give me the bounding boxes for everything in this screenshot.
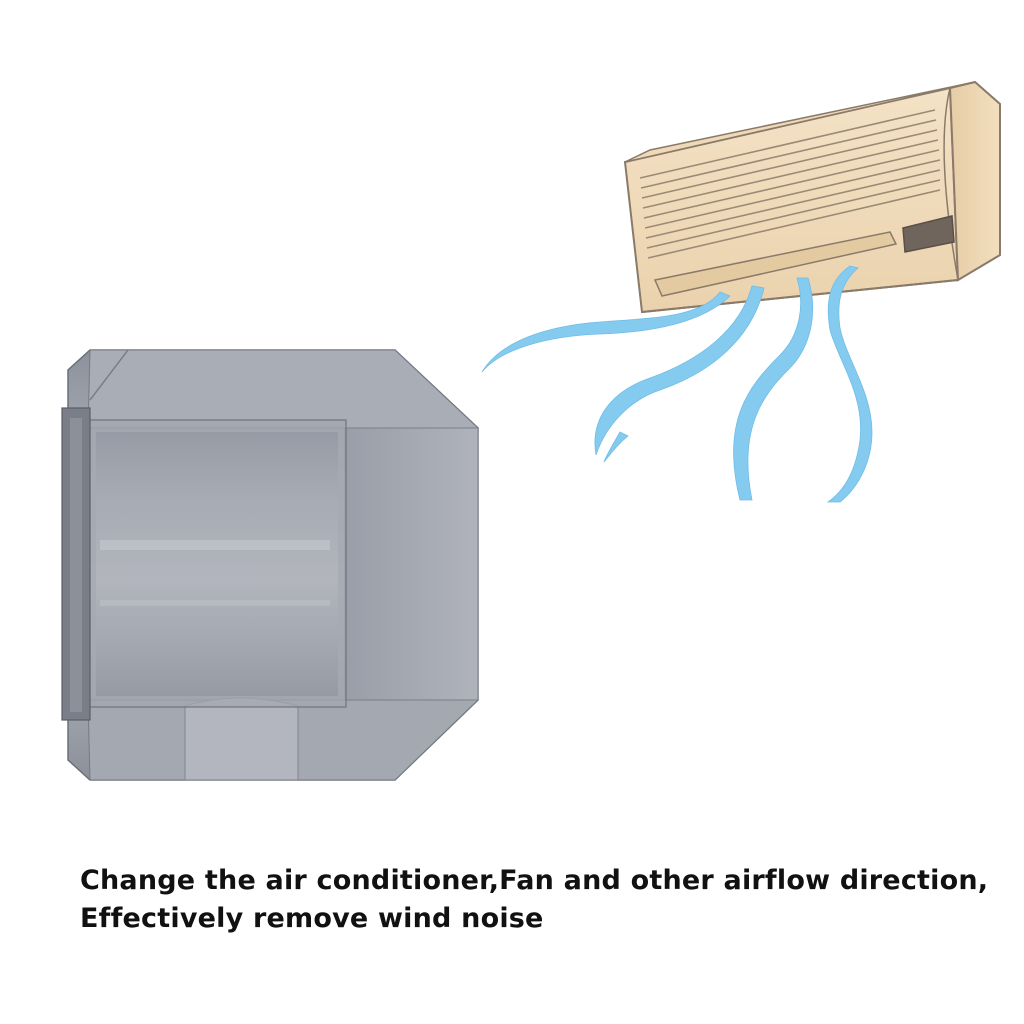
caption-line-1: Change the air conditioner,Fan and other… xyxy=(80,865,989,896)
wind-deflector-icon xyxy=(61,349,480,781)
air-conditioner-icon xyxy=(623,80,1001,314)
caption: Change the air conditioner,Fan and other… xyxy=(80,862,1000,938)
airflow-streams-icon xyxy=(481,265,873,503)
caption-line-2: Effectively remove wind noise xyxy=(80,903,544,934)
